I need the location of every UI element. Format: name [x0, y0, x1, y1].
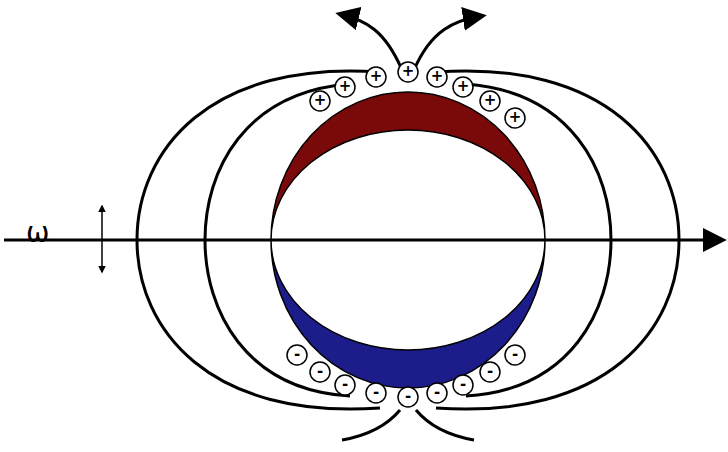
angular-frequency-label: ω: [26, 216, 49, 249]
charge-circle: -: [452, 374, 474, 396]
charge-sign: +: [365, 66, 387, 84]
charge-circle: -: [426, 382, 448, 404]
charge-circle: +: [452, 76, 474, 98]
charge-circle: +: [309, 90, 331, 112]
charge-sign: +: [334, 76, 356, 94]
charge-sign: +: [504, 107, 526, 125]
rotation-axis: [4, 239, 722, 242]
charge-circle: -: [397, 386, 419, 408]
charge-sign: -: [334, 374, 356, 392]
charge-sign: -: [479, 361, 501, 379]
charge-sign: +: [426, 66, 448, 84]
charge-circle: -: [334, 374, 356, 396]
charge-sign: -: [309, 361, 331, 379]
charge-circle: -: [309, 361, 331, 383]
ring-top-half: [271, 92, 545, 240]
charge-circle: -: [479, 361, 501, 383]
charge-circle: +: [365, 66, 387, 88]
charge-sign: -: [504, 344, 526, 362]
charge-circle: -: [504, 344, 526, 366]
charge-circle: +: [426, 66, 448, 88]
charge-sign: +: [479, 90, 501, 108]
oscillation-arrow: [101, 206, 103, 272]
charge-circle: +: [479, 90, 501, 112]
charge-sign: -: [426, 382, 448, 400]
charge-sign: -: [365, 382, 387, 400]
charge-sign: -: [452, 374, 474, 392]
charge-circle: +: [504, 107, 526, 129]
charge-circle: -: [286, 344, 308, 366]
charge-sign: +: [309, 90, 331, 108]
ring-bottom-half: [271, 240, 545, 388]
charge-circle: +: [397, 61, 419, 83]
charge-sign: +: [452, 76, 474, 94]
charge-circle: -: [365, 382, 387, 404]
charge-sign: -: [397, 386, 419, 404]
charge-sign: +: [397, 61, 419, 79]
charge-sign: -: [286, 344, 308, 362]
charge-circle: +: [334, 76, 356, 98]
field-lines: [137, 14, 679, 440]
